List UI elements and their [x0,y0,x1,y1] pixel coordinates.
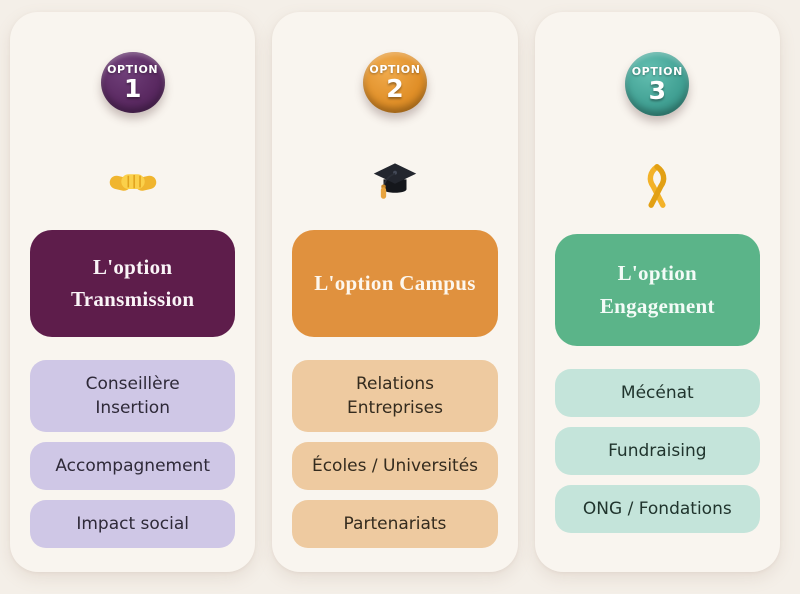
list-item: Partenariats [292,500,498,548]
list-item: Conseillère Insertion [30,360,236,432]
list-item: Relations Entreprises [292,360,498,432]
list-item: Impact social [30,500,236,548]
option-1-badge: OPTION 1 [100,52,165,114]
badge-number: 2 [386,74,404,104]
badge-label: OPTION [107,63,159,77]
option-3-badge: OPTION 3 [625,52,690,116]
graduation-cap-icon [372,159,418,205]
option-title: L'option Campus [292,229,498,337]
option-item-list: Relations Entreprises Écoles / Universit… [292,360,498,548]
ribbon-icon [642,162,672,210]
option-title: L'option Engagement [554,234,760,346]
option-card-transmission: OPTION 1 L'option Transmission Conseillè… [10,12,256,572]
list-item: Fundraising [554,427,760,475]
badge-label: OPTION [369,63,421,77]
option-card-campus: OPTION 2 L'option Campus Relations Entre… [272,12,518,572]
list-item: Mécénat [554,369,760,417]
badge-number: 3 [648,75,667,105]
badge-label: OPTION [631,64,683,78]
option-2-badge: OPTION 2 [362,52,427,114]
option-title: L'option Transmission [30,229,236,337]
badge-number: 1 [123,74,142,104]
list-item: Écoles / Universités [292,442,498,490]
handshake-icon [108,159,158,205]
option-card-engagement: OPTION 3 L'option Engagement Mécénat Fun… [534,12,780,572]
option-item-list: Mécénat Fundraising ONG / Fondations [554,369,760,533]
list-item: Accompagnement [30,442,236,490]
list-item: ONG / Fondations [554,485,760,533]
option-item-list: Conseillère Insertion Accompagnement Imp… [30,360,236,548]
